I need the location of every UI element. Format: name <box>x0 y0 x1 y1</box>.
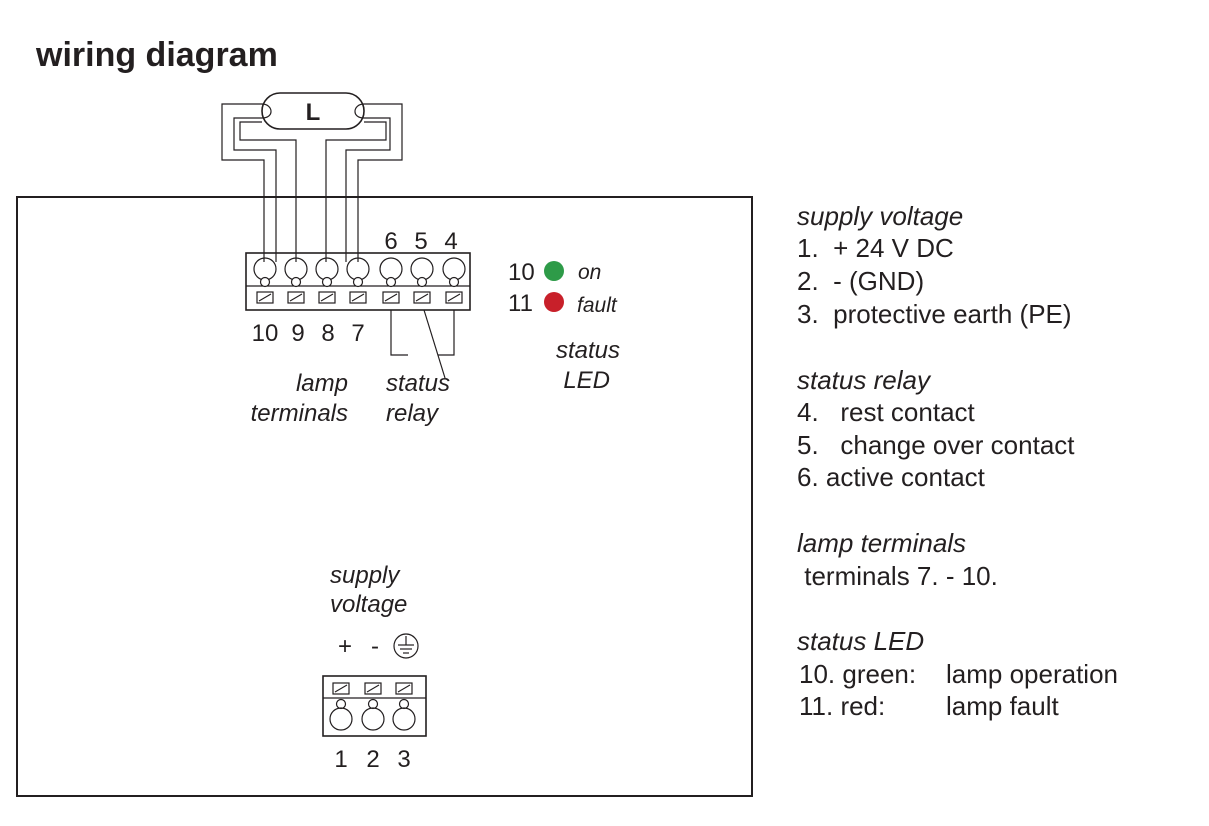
led-green-icon <box>544 261 564 281</box>
terminal-screw-icon <box>346 257 370 304</box>
lamp-terminals-label-line2: terminals <box>251 400 348 427</box>
lamp-icon: L <box>261 92 365 130</box>
legend-supply-item-1: 1. + 24 V DC <box>797 233 954 263</box>
terminal-number-5: 5 <box>414 228 427 255</box>
led-red-icon <box>544 292 564 312</box>
legend-led-red-key: 11. red: <box>799 691 885 721</box>
legend: supply voltage 1. + 24 V DC 2. - (GND) 3… <box>797 201 1118 721</box>
terminal-screw-icon <box>442 257 466 304</box>
supply-minus-symbol: - <box>371 633 379 660</box>
status-relay-bracket <box>390 309 455 379</box>
lamp-terminals-label-line1: lamp <box>296 370 348 397</box>
legend-lamp-terminals-item: terminals 7. - 10. <box>797 561 998 591</box>
lamp-label: L <box>306 99 321 126</box>
terminal-number-10: 10 <box>252 320 279 347</box>
supply-terminal-block <box>322 675 427 737</box>
protective-earth-icon <box>393 633 419 659</box>
terminal-screw-icon <box>315 257 339 304</box>
supply-terminal-number-2: 2 <box>366 746 379 773</box>
status-led-label-line2: LED <box>563 367 610 394</box>
terminal-screw-icon <box>410 257 434 304</box>
legend-status-led-heading: status LED <box>797 626 924 656</box>
legend-supply-item-2: 2. - (GND) <box>797 266 924 296</box>
terminal-number-8: 8 <box>321 320 334 347</box>
led-fault-label: fault <box>577 294 618 317</box>
legend-led-red-value: lamp fault <box>946 691 1059 721</box>
terminal-screw-icon <box>284 257 308 304</box>
page-title: wiring diagram <box>35 36 278 74</box>
terminal-screw-icon <box>253 257 277 304</box>
legend-relay-item-5: 5. change over contact <box>797 430 1075 460</box>
top-terminal-block <box>245 252 471 311</box>
led-on-label: on <box>578 261 601 284</box>
terminal-number-7: 7 <box>351 320 364 347</box>
legend-lamp-terminals-heading: lamp terminals <box>797 528 966 558</box>
terminal-number-4: 4 <box>444 228 457 255</box>
device-enclosure <box>16 196 753 797</box>
legend-relay-item-6: 6. active contact <box>797 462 986 492</box>
terminal-screw-icon <box>392 682 416 731</box>
supply-plus-symbol: + <box>338 633 352 660</box>
terminal-number-6: 6 <box>384 228 397 255</box>
lamp-wires <box>221 103 403 262</box>
legend-supply-item-3: 3. protective earth (PE) <box>797 299 1072 329</box>
supply-voltage-label-line1: supply <box>330 562 401 589</box>
terminal-screw-icon <box>329 682 353 731</box>
supply-terminal-number-3: 3 <box>397 746 410 773</box>
legend-led-green-key: 10. green: <box>799 659 916 689</box>
terminal-number-9: 9 <box>291 320 304 347</box>
led-on-number: 10 <box>508 259 535 286</box>
status-led-label-line1: status <box>556 337 620 364</box>
legend-relay-item-4: 4. rest contact <box>797 397 976 427</box>
status-relay-label-line1: status <box>386 370 450 397</box>
terminal-screw-icon <box>361 682 385 731</box>
supply-terminal-number-1: 1 <box>334 746 347 773</box>
led-fault-number: 11 <box>508 290 533 317</box>
legend-led-green-value: lamp operation <box>946 659 1118 689</box>
terminal-screw-icon <box>379 257 403 304</box>
legend-supply-voltage-heading: supply voltage <box>797 201 963 231</box>
supply-voltage-label-line2: voltage <box>330 591 407 618</box>
status-relay-label-line2: relay <box>386 400 440 427</box>
legend-status-relay-heading: status relay <box>797 365 932 395</box>
